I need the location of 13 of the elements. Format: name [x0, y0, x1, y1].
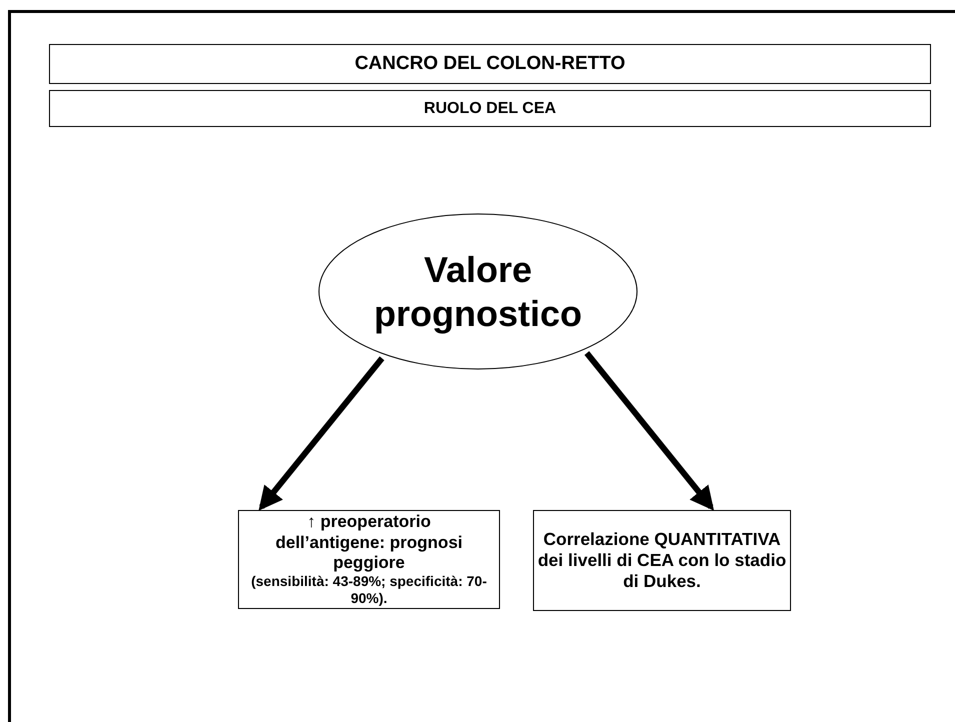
box-text: CANCRO DEL COLON-RETTO — [354, 52, 626, 76]
text-box — [533, 510, 791, 611]
box-text: (sensibilità: 43-89%; specificità: 70-90%). — [250, 573, 488, 607]
box-text: ↑ preoperatorio dell’antigene: prognosi peggiore — [274, 512, 464, 574]
title-box — [49, 90, 931, 127]
node-label: Valore prognostico — [373, 248, 583, 335]
text-box — [238, 510, 500, 609]
box-text: RUOLO DEL CEA — [424, 98, 556, 118]
ellipse-node — [318, 213, 638, 370]
box-text: Correlazione QUANTITATIVA dei livelli di CEA con lo stadio di Dukes. — [537, 529, 787, 592]
title-box — [49, 44, 931, 84]
arrow — [258, 356, 384, 511]
arrow — [584, 351, 714, 511]
